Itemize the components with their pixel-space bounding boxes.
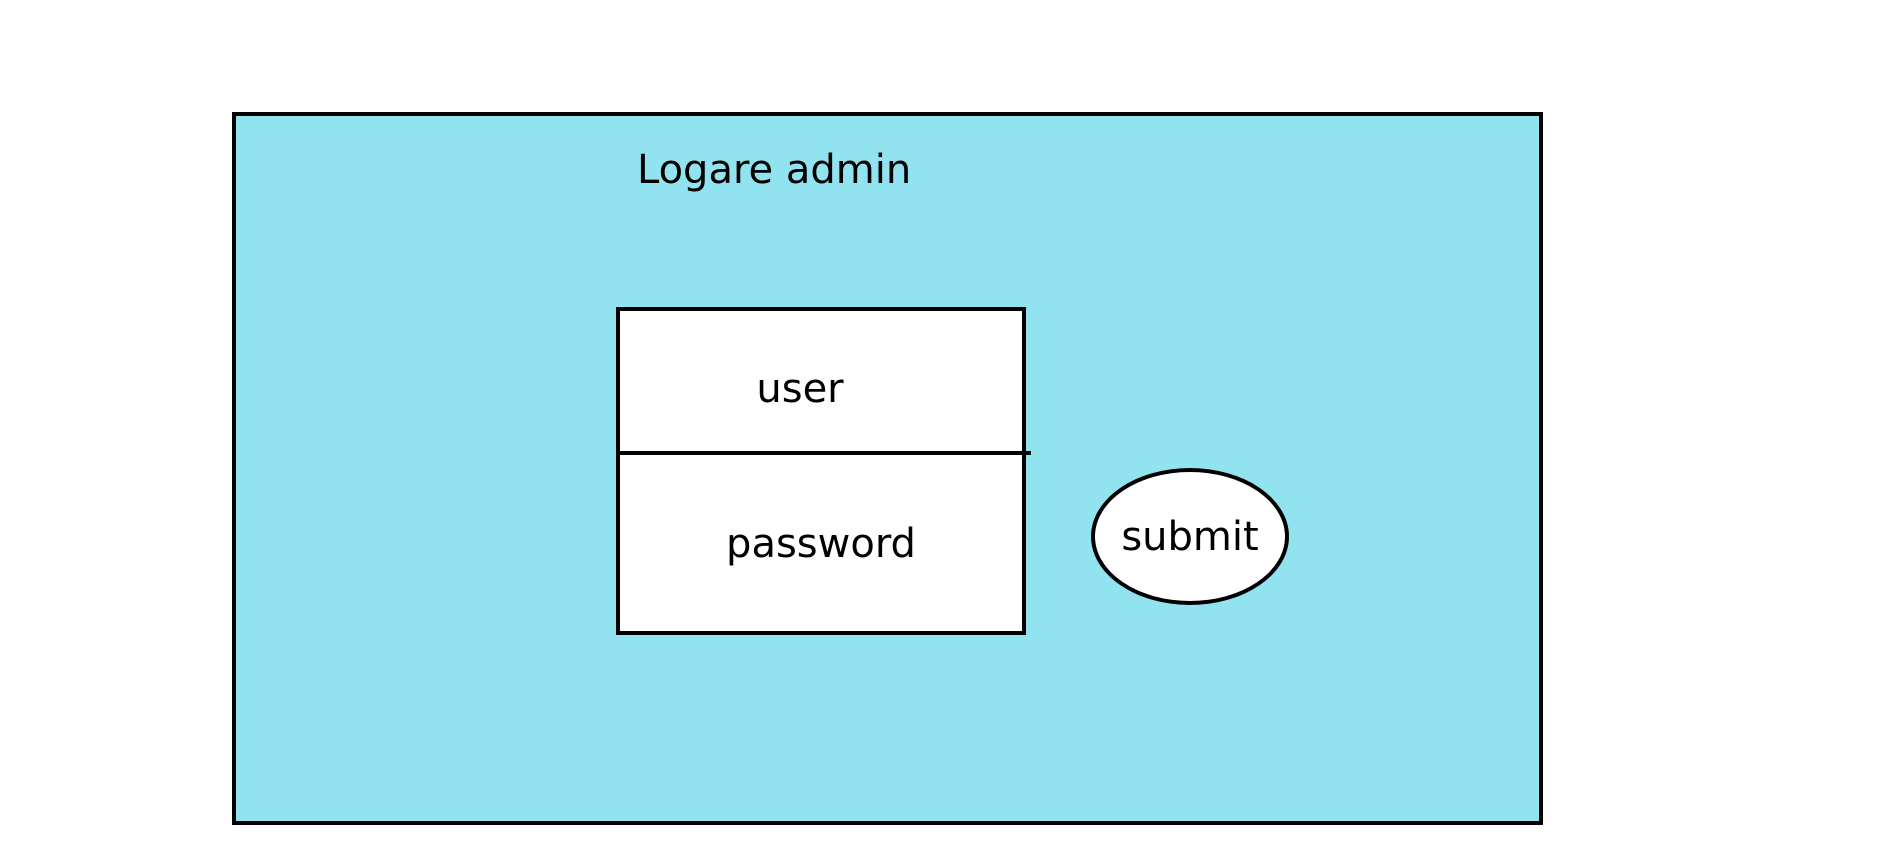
submit-button[interactable]: submit	[1091, 468, 1289, 605]
login-form-box: user password	[616, 307, 1026, 635]
user-field[interactable]: user	[756, 366, 844, 412]
field-divider	[616, 451, 1031, 455]
panel-title: Logare admin	[637, 147, 912, 193]
submit-label: submit	[1121, 513, 1259, 560]
password-field[interactable]: password	[726, 521, 916, 567]
